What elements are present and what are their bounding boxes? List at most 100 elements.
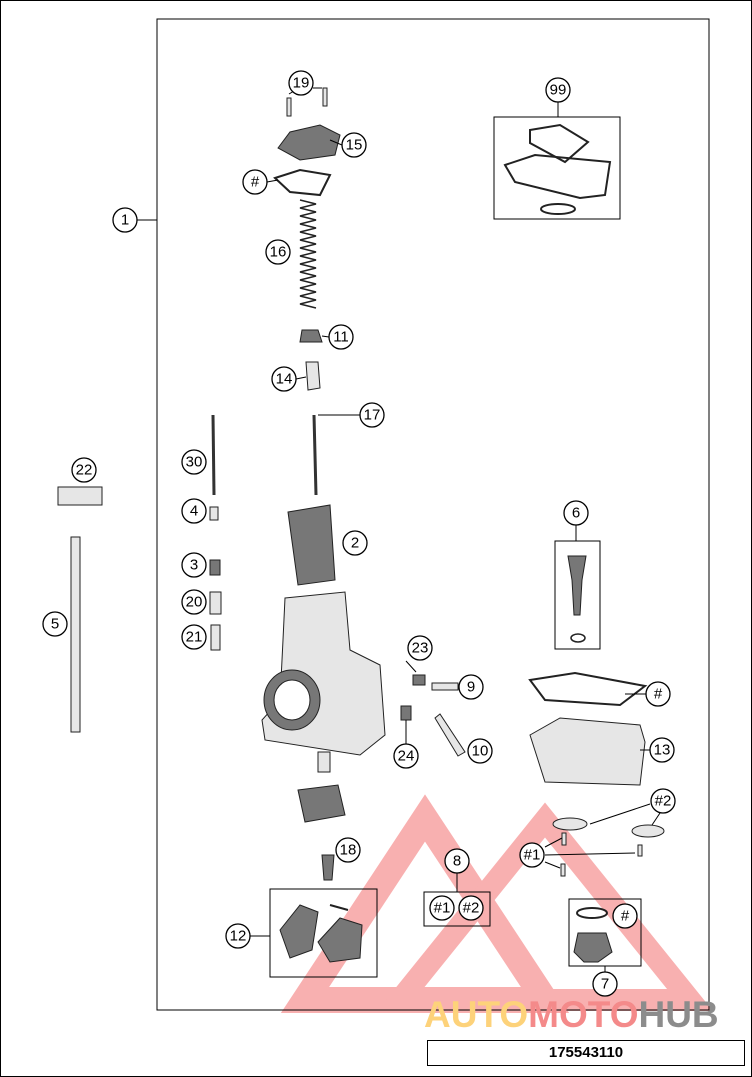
float-half xyxy=(317,917,363,963)
choke-box xyxy=(554,540,601,650)
screw xyxy=(561,832,567,846)
svg-text:30: 30 xyxy=(186,454,203,471)
callout-16: 16 xyxy=(265,239,291,265)
screw-set-box xyxy=(423,891,491,927)
callout-20: 20 xyxy=(181,589,207,615)
drain-plug xyxy=(573,932,613,963)
callout-4: 4 xyxy=(181,498,207,524)
svg-text:#1: #1 xyxy=(524,847,541,864)
callout-11: 11 xyxy=(328,324,354,350)
assembly-frame xyxy=(156,18,710,1011)
float-bowl-gasket xyxy=(503,153,612,200)
callout-23: 23 xyxy=(407,635,433,661)
bracket xyxy=(631,824,665,838)
svg-text:10: 10 xyxy=(472,743,489,760)
callout-18: 18 xyxy=(335,837,361,863)
screw xyxy=(560,863,566,877)
svg-text:15: 15 xyxy=(346,137,363,154)
svg-text:22: 22 xyxy=(76,462,93,479)
cover xyxy=(277,124,341,161)
o-ring xyxy=(540,203,576,215)
callout-15: 15 xyxy=(341,132,367,158)
callout-hash-1: #1 xyxy=(519,842,545,868)
svg-text:#2: #2 xyxy=(463,900,480,917)
needle-jet xyxy=(211,414,216,496)
svg-text:8: 8 xyxy=(453,853,461,870)
callout-hash: # xyxy=(645,681,671,707)
spring-small xyxy=(400,705,412,721)
cover-gasket xyxy=(273,168,332,197)
svg-text:5: 5 xyxy=(51,616,59,633)
callout-hash: # xyxy=(242,169,268,195)
bowl-gasket xyxy=(528,671,648,707)
svg-text:17: 17 xyxy=(364,407,381,424)
pilot-jet xyxy=(209,506,219,521)
spring-seat xyxy=(299,329,323,343)
part-number-label: 175543110 xyxy=(427,1040,745,1066)
callout-19: 19 xyxy=(288,70,314,96)
float-needle xyxy=(321,854,335,881)
main-jet xyxy=(209,559,221,576)
screw xyxy=(322,87,328,107)
callout-hash-1: #1 xyxy=(429,895,455,921)
svg-text:11: 11 xyxy=(333,329,349,346)
svg-text:23: 23 xyxy=(412,640,429,657)
air-screw xyxy=(431,682,459,691)
callout-hash: # xyxy=(612,903,638,929)
watermark-text: AUTOMOTOHUB xyxy=(424,995,748,1035)
svg-text:99: 99 xyxy=(550,82,567,99)
screw xyxy=(286,97,292,117)
callout-24: 24 xyxy=(393,743,419,769)
svg-text:19: 19 xyxy=(293,75,310,92)
float-pin xyxy=(329,904,349,911)
callout-22: 22 xyxy=(71,457,97,483)
svg-text:3: 3 xyxy=(190,557,198,574)
svg-text:#: # xyxy=(654,686,663,703)
throttle-slide xyxy=(287,504,336,586)
watermark-auto: AUTO xyxy=(424,994,529,1035)
float xyxy=(297,784,346,823)
idle-screw xyxy=(412,674,426,686)
svg-text:14: 14 xyxy=(276,371,293,388)
svg-text:1: 1 xyxy=(121,212,129,229)
screw xyxy=(637,844,643,857)
callout-14: 14 xyxy=(271,366,297,392)
watermark-moto: MOTO xyxy=(528,994,639,1035)
svg-text:13: 13 xyxy=(654,742,671,759)
svg-text:#: # xyxy=(621,908,630,925)
jet-needle xyxy=(312,414,318,496)
callout-hash-2: #2 xyxy=(650,788,676,814)
callout-13: 13 xyxy=(649,737,675,763)
svg-text:9: 9 xyxy=(467,679,475,696)
callout-2: 2 xyxy=(342,530,368,556)
float-kit-box xyxy=(269,888,378,978)
svg-text:4: 4 xyxy=(190,503,198,520)
choke-plunger xyxy=(567,555,587,616)
svg-text:#: # xyxy=(251,174,260,191)
callout-1: 1 xyxy=(112,207,138,233)
svg-text:#2: #2 xyxy=(655,793,672,810)
svg-text:6: 6 xyxy=(572,505,580,522)
bracket xyxy=(552,817,588,831)
callout-17: 17 xyxy=(359,402,385,428)
svg-text:18: 18 xyxy=(340,842,357,859)
svg-text:21: 21 xyxy=(186,629,203,646)
float-half xyxy=(279,904,319,959)
callout-3: 3 xyxy=(181,552,207,578)
jet-holder xyxy=(209,591,222,615)
float-bowl xyxy=(529,717,646,786)
svg-text:20: 20 xyxy=(186,594,203,611)
carburetor-body xyxy=(261,591,386,773)
gasket xyxy=(529,123,590,164)
svg-text:7: 7 xyxy=(601,976,609,993)
spring xyxy=(299,199,317,309)
needle-clip-holder xyxy=(305,361,321,391)
callout-8: 8 xyxy=(444,848,470,874)
svg-text:2: 2 xyxy=(351,535,359,552)
svg-text:#1: #1 xyxy=(434,900,451,917)
vent-hose xyxy=(70,536,81,733)
callout-9: 9 xyxy=(458,674,484,700)
callout-99: 99 xyxy=(545,77,571,103)
throttle-stop-screw xyxy=(434,713,466,757)
